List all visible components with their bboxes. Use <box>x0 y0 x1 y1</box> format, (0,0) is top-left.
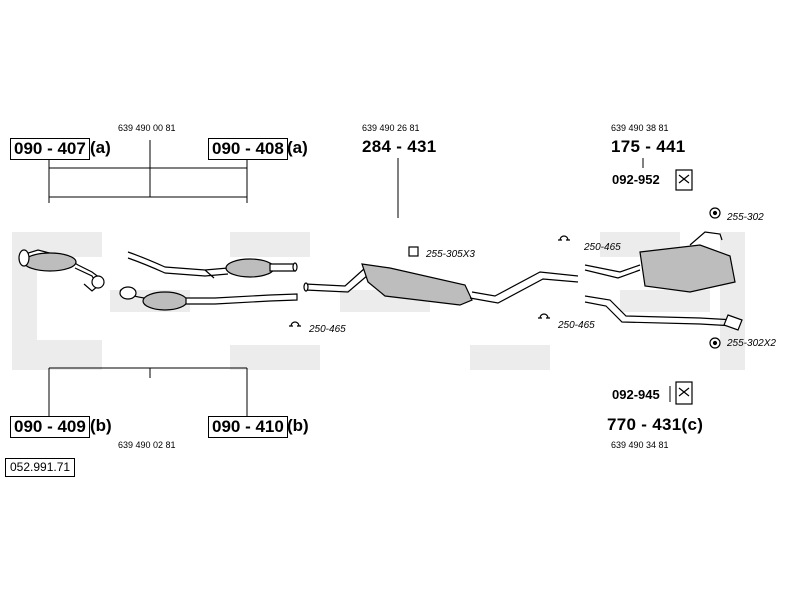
clamp-label-250-465-front: 250-465 <box>309 324 346 335</box>
group-090-407-suffix: (a) <box>90 138 111 157</box>
group-090-409-suffix: (b) <box>90 416 112 435</box>
upper-catalyst-pipe <box>127 251 298 279</box>
group-brackets <box>48 140 671 416</box>
middle-silencer <box>303 263 579 306</box>
lower-catalyst-pipe <box>119 286 298 311</box>
middle-part-code: 639 490 26 81 <box>362 123 420 133</box>
watermark <box>12 232 745 370</box>
rear-bottom-code: 639 490 34 81 <box>611 440 669 450</box>
clamp-icons <box>289 207 721 349</box>
hanger-icons <box>675 169 693 405</box>
rear-top-number: 175 - 441 <box>611 137 686 156</box>
reference-number: 052.991.71 <box>5 458 76 477</box>
clamp-label-255-302x2: 255-302X2 <box>727 338 776 349</box>
group-090-408: 090 - 408 <box>208 138 288 160</box>
clamp-label-255-302: 255-302 <box>727 212 764 223</box>
rear-top-hanger-number: 092-952 <box>612 172 660 187</box>
rear-silencer-top <box>584 231 736 293</box>
clamp-label-250-465-mid: 250-465 <box>558 320 595 331</box>
group-code-bottom: 639 490 02 81 <box>118 440 176 450</box>
rear-tail-pipe <box>584 295 743 331</box>
group-090-410-suffix: (b) <box>287 416 309 435</box>
group-090-407: 090 - 407 <box>10 138 90 160</box>
clamp-label-250-465-top: 250-465 <box>584 242 621 253</box>
rear-bottom-hanger-number: 092-945 <box>612 387 660 402</box>
group-090-410: 090 - 410 <box>208 416 288 438</box>
clamp-label-255-305x3: 255-305X3 <box>426 249 475 260</box>
group-090-408-suffix: (a) <box>287 138 308 157</box>
group-code-top: 639 490 00 81 <box>118 123 176 133</box>
rear-bottom-number: 770 - 431(c) <box>607 415 704 434</box>
rear-top-code: 639 490 38 81 <box>611 123 669 133</box>
middle-part-number: 284 - 431 <box>362 137 437 156</box>
front-catalyst-pipe <box>18 249 105 292</box>
group-090-409: 090 - 409 <box>10 416 90 438</box>
